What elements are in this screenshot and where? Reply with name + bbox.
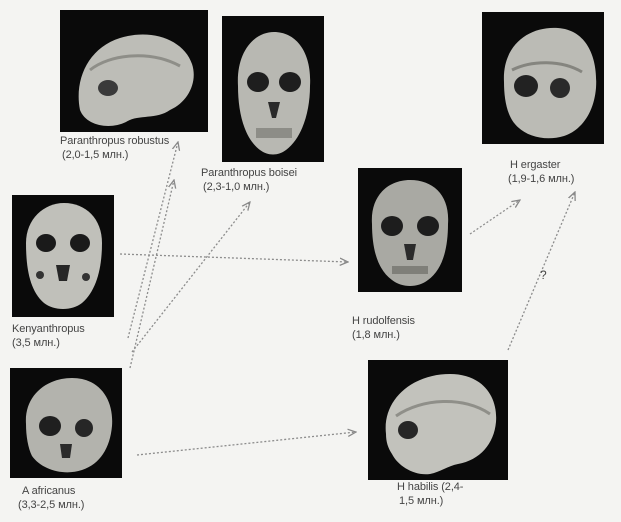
h-ergaster-photo [482,12,604,144]
p-robustus-dates: (2,0-1,5 млн.) [60,148,169,162]
h-ergaster-dates: (1,9-1,6 млн.) [508,172,574,186]
h-rudolfensis-label: H rudolfensis (1,8 млн.) [352,314,415,342]
h-rudolfensis-dates: (1,8 млн.) [352,328,415,342]
p-boisei-name: Paranthropus boisei [201,166,297,180]
p-boisei-dates: (2,3-1,0 млн.) [201,180,297,194]
h-ergaster-label: H ergaster (1,9-1,6 млн.) [508,158,574,186]
p-boisei-label: Paranthropus boisei (2,3-1,0 млн.) [201,166,297,194]
a-africanus-photo [10,368,122,478]
h-rudolfensis-photo [358,168,462,292]
a-africanus-label: A africanus (3,3-2,5 млн.) [18,484,84,512]
h-habilis-dates: 1,5 млн.) [397,494,463,508]
uncertain-link-mark: ? [540,268,547,282]
p-robustus-name: Paranthropus robustus [60,134,169,148]
skull-lateral-shape [79,34,194,126]
h-rudolfensis-name: H rudolfensis [352,314,415,328]
arrow-rudolfensis-to-ergaster [470,200,520,234]
h-habilis-label: H habilis (2,4- 1,5 млн.) [397,480,463,508]
arrow-africanus-to-habilis [137,432,356,455]
kenyanthropus-label: Kenyanthropus (3,5 млн.) [12,322,85,350]
p-robustus-photo [60,10,208,132]
a-africanus-dates: (3,3-2,5 млн.) [18,498,84,512]
skull-three-quarter-shape [26,378,112,472]
kenyanthropus-dates: (3,5 млн.) [12,336,85,350]
arrow-africanus-to-robustus [130,180,174,368]
p-boisei-photo [222,16,324,162]
kenyanthropus-name: Kenyanthropus [12,322,85,336]
a-africanus-name: A africanus [18,484,84,498]
skull-frontal-shape [26,203,102,309]
arrow-africanus-to-boisei [132,202,250,352]
arrow-kenyanthropus-to-rudolfensis [120,254,348,262]
p-robustus-label: Paranthropus robustus (2,0-1,5 млн.) [60,134,169,162]
h-habilis-name: H habilis (2,4- [397,480,463,494]
h-habilis-photo [368,360,508,480]
h-ergaster-name: H ergaster [508,158,574,172]
arrow-kenyanthropus-to-robustus [128,142,178,338]
kenyanthropus-photo [12,195,114,317]
